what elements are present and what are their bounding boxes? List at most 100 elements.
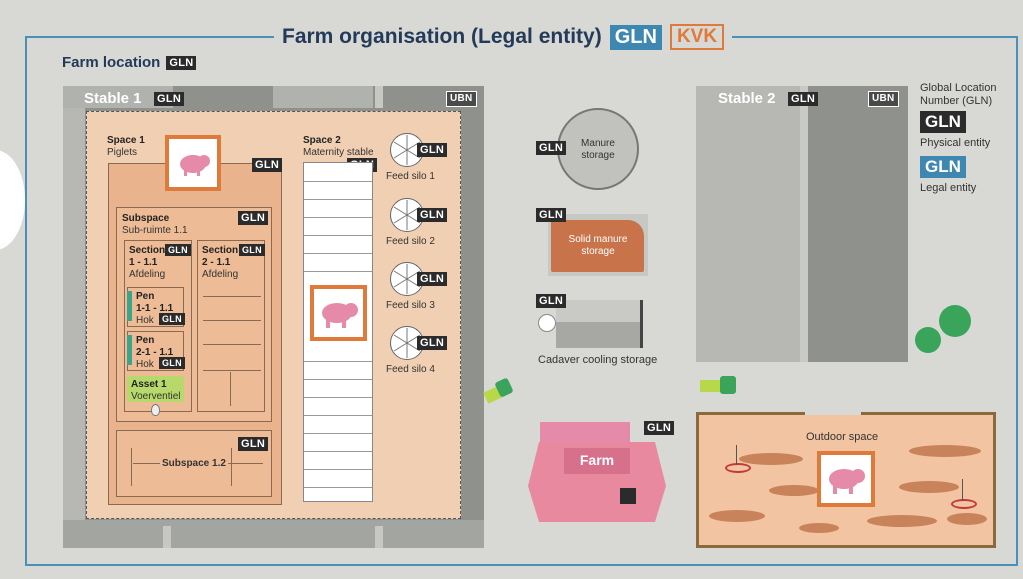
mud-patch xyxy=(739,453,803,465)
crate-line xyxy=(304,271,372,272)
stable-2 xyxy=(696,86,908,362)
manure-storage-gln: GLN xyxy=(536,141,567,155)
feeder-pole xyxy=(736,445,737,465)
crate-line xyxy=(304,415,372,416)
feed-silo-4-gln: GLN xyxy=(417,336,448,350)
farm-gln: GLN xyxy=(644,421,675,435)
feed-valve-icon xyxy=(151,404,160,416)
stable-1-pillar xyxy=(163,526,171,548)
feed-silo-2-label: Feed silo 2 xyxy=(386,236,435,247)
crate-line xyxy=(304,433,372,434)
solid-manure-gln: GLN xyxy=(536,208,567,222)
farm-door xyxy=(620,488,636,504)
pig-icon xyxy=(829,469,865,494)
stable-1-ubn: UBN xyxy=(446,91,477,107)
stable-2-label: Stable 2 xyxy=(718,90,776,107)
crate-line xyxy=(304,253,372,254)
crate-line xyxy=(304,235,372,236)
stable-2-gln: GLN xyxy=(788,92,819,106)
mud-patch xyxy=(799,523,839,533)
crate-line xyxy=(304,199,372,200)
crate-line xyxy=(304,181,372,182)
crate-line xyxy=(304,379,372,380)
crate-line xyxy=(304,397,372,398)
piglet-icon-frame xyxy=(165,135,221,191)
mud-patch xyxy=(867,515,937,527)
feeder-icon xyxy=(951,499,977,509)
subspace-gln: GLN xyxy=(238,211,269,225)
feed-silo-1-gln: GLN xyxy=(417,143,448,157)
pen-1-gln: GLN xyxy=(159,313,185,325)
tree-icon xyxy=(915,327,941,353)
subspace-1-2-divider xyxy=(231,448,232,486)
feed-silo-1-label: Feed silo 1 xyxy=(386,171,435,182)
stable-1-label: Stable 1 xyxy=(84,90,142,107)
pen-2-gln: GLN xyxy=(159,357,185,369)
tree-icon xyxy=(939,305,971,337)
section-2-divider xyxy=(230,372,231,406)
crate-line xyxy=(304,487,372,488)
solid-manure-label: Solid manure storage xyxy=(568,234,628,257)
feed-silo-2-gln: GLN xyxy=(417,208,448,222)
gln-legal-badge: GLN xyxy=(609,24,662,50)
section-2-pen-line xyxy=(203,320,261,321)
header-title-bar: Farm organisation (Legal entity) GLN KVK xyxy=(274,22,733,52)
stable-1-roof-mid xyxy=(273,86,373,108)
subspace-1-2-gln: GLN xyxy=(238,437,269,451)
asset-1 xyxy=(127,376,184,402)
legend-legal-badge: GLN xyxy=(920,156,966,178)
feeder-icon xyxy=(725,463,751,473)
mud-patch xyxy=(899,481,959,493)
section-2-pen-line xyxy=(203,296,261,297)
sow-icon-frame xyxy=(310,285,367,341)
section-1-gln: GLN xyxy=(165,244,191,256)
pen-2-indicator xyxy=(127,335,132,365)
stable-1-col-left xyxy=(63,108,85,548)
space-1-gln: GLN xyxy=(252,158,283,172)
mud-patch xyxy=(947,513,987,525)
gln-tag: GLN xyxy=(166,55,197,70)
farm-roof xyxy=(540,422,630,444)
pig-icon-frame xyxy=(817,451,875,507)
subspace-1-2-divider xyxy=(131,448,132,486)
pen-1-indicator xyxy=(127,291,132,321)
feeder-pole xyxy=(962,479,963,501)
kvk-badge: KVK xyxy=(669,24,725,50)
stable-1-roof-left xyxy=(63,86,173,108)
farm-building xyxy=(528,422,666,522)
piglet-icon xyxy=(180,155,210,176)
crate-line xyxy=(304,217,372,218)
cooling-unit-icon xyxy=(538,314,556,332)
left-edge-shape xyxy=(0,150,25,250)
farm-sign xyxy=(564,448,630,474)
feed-silo-4-label: Feed silo 4 xyxy=(386,364,435,375)
crate-line xyxy=(304,469,372,470)
feed-silo-3-icon xyxy=(390,262,424,296)
crate-line xyxy=(304,451,372,452)
mud-patch xyxy=(909,445,981,457)
cadaver-label: Cadaver cooling storage xyxy=(538,354,658,366)
manure-storage xyxy=(557,108,639,190)
mud-patch xyxy=(769,485,819,496)
stable-2-ubn: UBN xyxy=(868,91,899,107)
feed-silo-3-gln: GLN xyxy=(417,272,448,286)
cadaver-cooling-top xyxy=(556,300,640,322)
stable-2-left xyxy=(696,86,800,362)
feed-silo-3-label: Feed silo 3 xyxy=(386,300,435,311)
tractor-icon xyxy=(700,374,740,396)
outdoor-space-label: Outdoor space xyxy=(806,431,879,443)
outdoor-entry xyxy=(805,412,861,415)
farm-label: Farm xyxy=(579,452,615,468)
stable-1-pillar xyxy=(375,526,383,548)
section-2-gln: GLN xyxy=(239,244,265,256)
stable-1-bottom xyxy=(63,520,484,548)
page-title: Farm organisation (Legal entity) xyxy=(282,25,602,48)
section-2-pen-line xyxy=(203,370,261,371)
